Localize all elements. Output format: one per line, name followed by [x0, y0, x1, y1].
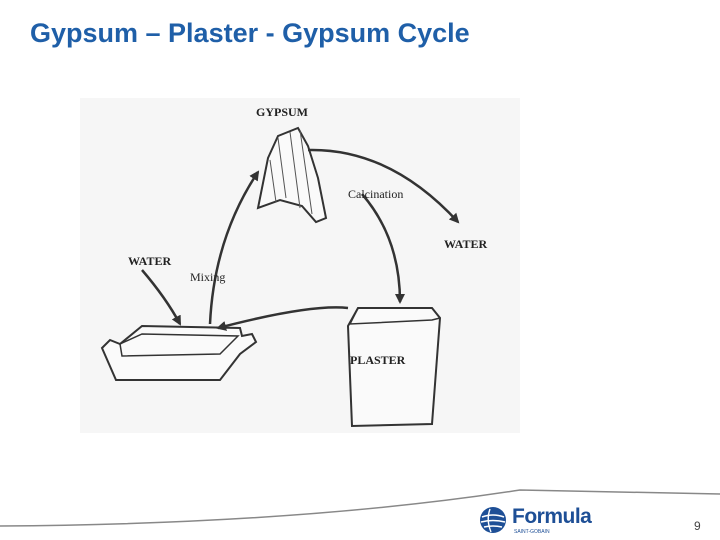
logo-text: Formula: [512, 505, 592, 528]
arrow-to-plaster: [361, 193, 405, 304]
label-water-right: WATER: [444, 237, 487, 251]
label-plaster: PLASTER: [350, 353, 406, 367]
footer-divider: [0, 489, 720, 527]
logo-subtext: SAINT-GOBAIN: [514, 529, 550, 535]
mixing-tray: [100, 324, 258, 381]
arrow-gypsum-to-water: [307, 148, 460, 224]
label-gypsum: GYPSUM: [256, 105, 308, 119]
formula-logo: Formula SAINT-GOBAIN: [478, 503, 608, 537]
arrow-mixing-to-gypsum: [208, 170, 260, 325]
diagram-drawing: GYPSUM Calcination WATER WATER Mixing PL…: [100, 105, 487, 428]
arrow-plaster-to-tray: [216, 306, 349, 331]
label-mixing: Mixing: [190, 270, 225, 284]
label-water-left: WATER: [128, 254, 171, 268]
slide-title: Gypsum – Plaster - Gypsum Cycle: [30, 18, 470, 48]
gypsum-cycle-diagram: GYPSUM Calcination WATER WATER Mixing PL…: [80, 98, 520, 433]
globe-icon: [480, 507, 506, 533]
plaster-bag: [346, 307, 442, 428]
gypsum-rock: [256, 126, 328, 224]
label-calcination: Calcination: [348, 187, 403, 201]
page-number: 9: [694, 519, 701, 533]
arrow-water-to-tray: [141, 269, 182, 326]
